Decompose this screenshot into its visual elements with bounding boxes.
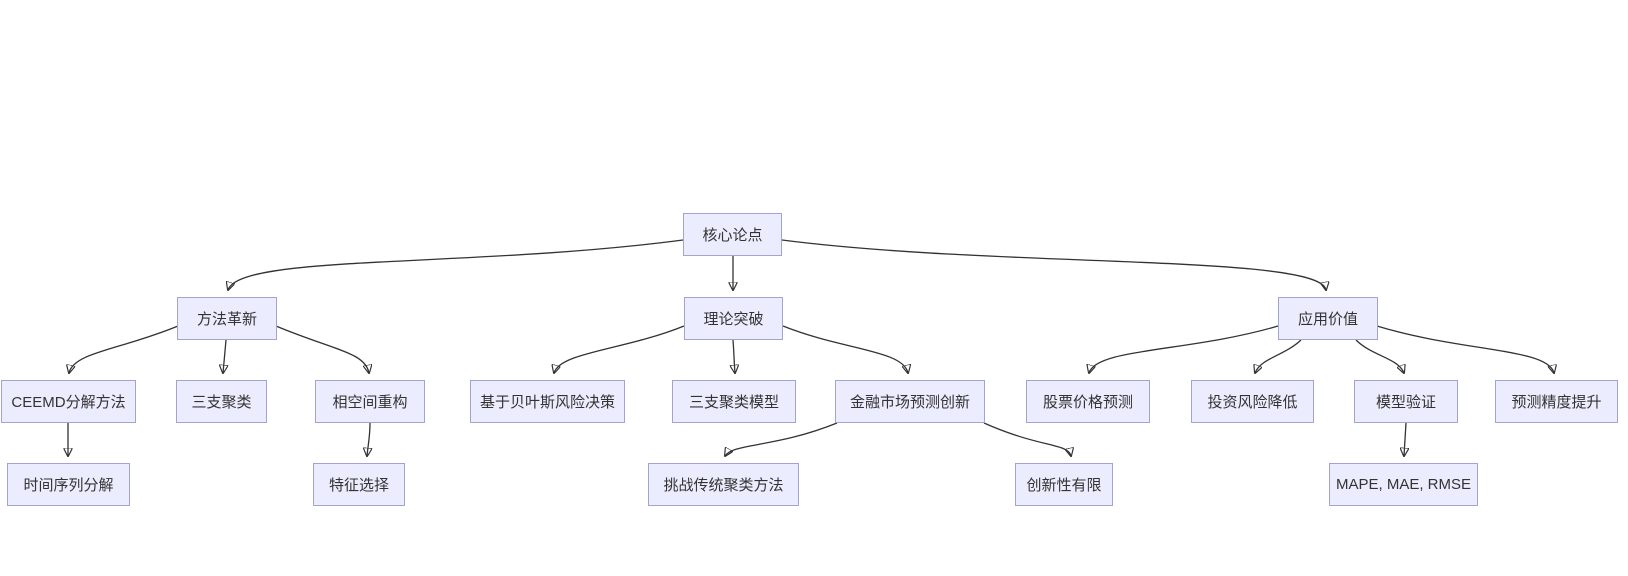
node-label: 特征选择 — [328, 477, 389, 494]
node-label: 三支聚类 — [191, 394, 252, 411]
node-ceemd-decomposition: CEEMD分解方法 — [1, 380, 136, 423]
node-label: MAPE, MAE, RMSE — [1335, 476, 1472, 493]
node-label: 股票价格预测 — [1042, 394, 1133, 411]
edge-theory-to-bayes — [554, 325, 685, 373]
node-label: 核心论点 — [702, 227, 763, 244]
node-label: 基于贝叶斯风险决策 — [479, 394, 615, 411]
node-limited-innovation: 创新性有限 — [1015, 463, 1113, 506]
edge-core-to-method — [228, 239, 684, 290]
node-error-metrics: MAPE, MAE, RMSE — [1329, 463, 1478, 506]
node-phase-space-reconstruction: 相空间重构 — [315, 380, 425, 423]
edge-finance-to-challenge — [725, 422, 838, 456]
node-label: 应用价值 — [1297, 311, 1358, 328]
edge-application-to-stock-prediction — [1089, 325, 1279, 373]
edge-validation-to-metrics — [1404, 422, 1406, 456]
node-label: 投资风险降低 — [1207, 394, 1298, 411]
node-model-validation: 模型验证 — [1354, 380, 1458, 423]
edge-phase-space-to-feature-selection — [367, 422, 370, 456]
edge-core-to-application — [781, 239, 1326, 290]
node-theory-breakthrough: 理论突破 — [684, 297, 783, 340]
node-label: 时间序列分解 — [23, 477, 114, 494]
edge-theory-to-finance-innovation — [782, 325, 908, 373]
node-label: 挑战传统聚类方法 — [663, 477, 784, 494]
edge-finance-to-limited-innovation — [983, 422, 1071, 456]
node-financial-market-forecast-innovation: 金融市场预测创新 — [835, 380, 985, 423]
node-three-way-clustering-model: 三支聚类模型 — [672, 380, 796, 423]
node-label: 金融市场预测创新 — [849, 394, 970, 411]
edge-method-to-ceemd — [69, 325, 179, 373]
node-stock-price-prediction: 股票价格预测 — [1026, 380, 1150, 423]
node-label: 理论突破 — [703, 311, 764, 328]
node-feature-selection: 特征选择 — [313, 463, 405, 506]
edge-method-to-phase-space — [275, 325, 369, 373]
edge-application-to-model-validation — [1355, 339, 1404, 373]
node-core-thesis: 核心论点 — [683, 213, 782, 256]
edge-application-to-risk-reduction — [1255, 339, 1302, 373]
edge-method-to-three-way — [223, 339, 226, 373]
node-label: 创新性有限 — [1026, 477, 1102, 494]
node-label: 模型验证 — [1375, 394, 1436, 411]
node-method-innovation: 方法革新 — [177, 297, 277, 340]
node-application-value: 应用价值 — [1278, 297, 1378, 340]
node-label: CEEMD分解方法 — [11, 394, 126, 411]
node-three-way-clustering: 三支聚类 — [176, 380, 267, 423]
node-bayes-risk-decision: 基于贝叶斯风险决策 — [470, 380, 625, 423]
node-investment-risk-reduction: 投资风险降低 — [1191, 380, 1314, 423]
edge-application-to-precision — [1376, 325, 1554, 373]
node-label: 相空间重构 — [332, 394, 408, 411]
node-label: 预测精度提升 — [1511, 394, 1602, 411]
edge-theory-to-three-way-model — [733, 339, 735, 373]
node-time-series-decomposition: 时间序列分解 — [7, 463, 130, 506]
node-label: 方法革新 — [196, 311, 257, 328]
node-label: 三支聚类模型 — [688, 394, 779, 411]
node-challenge-traditional-clustering: 挑战传统聚类方法 — [648, 463, 799, 506]
node-forecast-precision-improvement: 预测精度提升 — [1495, 380, 1618, 423]
